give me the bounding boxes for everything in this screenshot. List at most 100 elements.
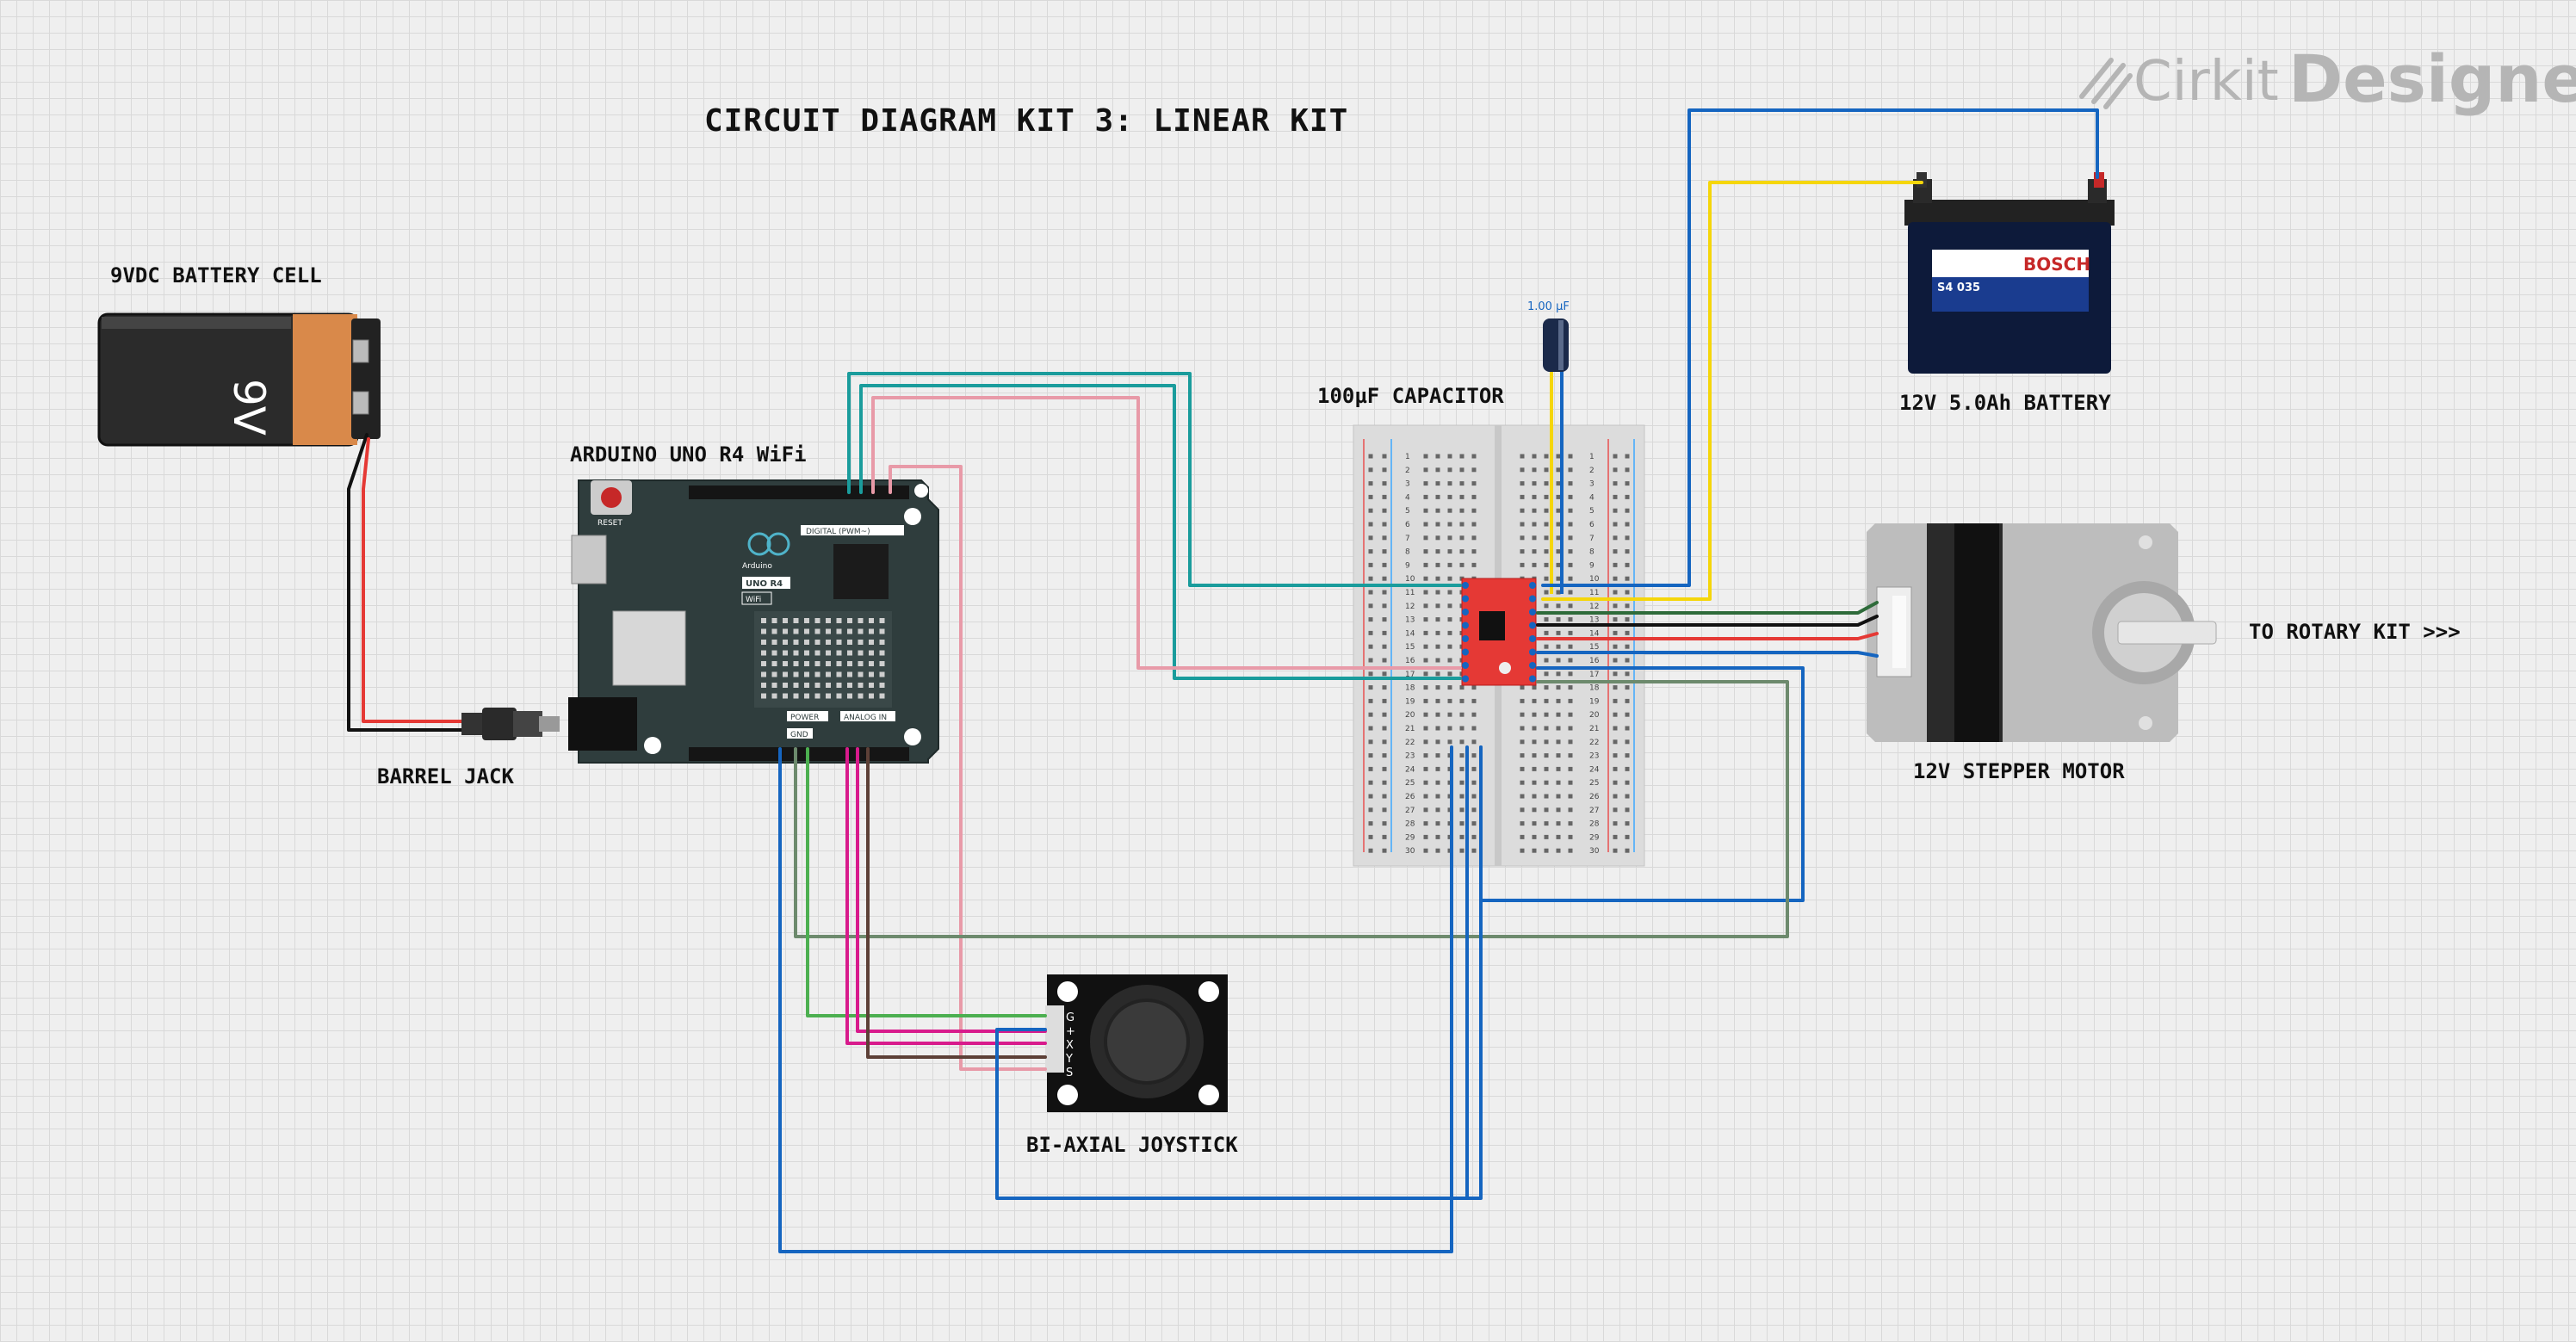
breadboard-hole[interactable] xyxy=(1435,576,1440,581)
breadboard-hole[interactable] xyxy=(1459,549,1464,554)
breadboard-hole[interactable] xyxy=(1568,834,1573,839)
breadboard-hole[interactable] xyxy=(1471,535,1477,541)
breadboard-hole[interactable] xyxy=(1368,658,1373,663)
breadboard-hole[interactable] xyxy=(1556,508,1561,513)
breadboard-hole[interactable] xyxy=(1532,712,1537,717)
breadboard-hole[interactable] xyxy=(1447,726,1452,731)
breadboard-hole[interactable] xyxy=(1459,454,1464,459)
breadboard-hole[interactable] xyxy=(1625,644,1630,649)
breadboard-hole[interactable] xyxy=(1459,562,1464,567)
breadboard-hole[interactable] xyxy=(1471,848,1477,853)
breadboard-hole[interactable] xyxy=(1613,685,1618,690)
breadboard-hole[interactable] xyxy=(1556,698,1561,703)
breadboard-hole[interactable] xyxy=(1459,726,1464,731)
breadboard-hole[interactable] xyxy=(1447,671,1452,677)
breadboard-hole[interactable] xyxy=(1447,467,1452,473)
breadboard-hole[interactable] xyxy=(1368,522,1373,527)
wire-teal-inner[interactable] xyxy=(859,384,1462,680)
breadboard-hole[interactable] xyxy=(1435,522,1440,527)
breadboard-hole[interactable] xyxy=(1556,522,1561,527)
breadboard-hole[interactable] xyxy=(1423,522,1428,527)
breadboard-hole[interactable] xyxy=(1520,494,1525,499)
breadboard-hole[interactable] xyxy=(1625,807,1630,813)
breadboard-hole[interactable] xyxy=(1568,549,1573,554)
wire-joystick-brown[interactable] xyxy=(866,747,1047,1059)
breadboard-hole[interactable] xyxy=(1544,671,1549,677)
breadboard-hole[interactable] xyxy=(1459,698,1464,703)
breadboard-hole[interactable] xyxy=(1435,562,1440,567)
breadboard-hole[interactable] xyxy=(1613,549,1618,554)
breadboard-hole[interactable] xyxy=(1435,834,1440,839)
breadboard-hole[interactable] xyxy=(1447,658,1452,663)
breadboard-hole[interactable] xyxy=(1544,848,1549,853)
breadboard-hole[interactable] xyxy=(1459,821,1464,826)
breadboard-hole[interactable] xyxy=(1423,603,1428,609)
breadboard-hole[interactable] xyxy=(1368,576,1373,581)
stepper-driver[interactable] xyxy=(1461,578,1537,686)
breadboard-hole[interactable] xyxy=(1556,562,1561,567)
breadboard-hole[interactable] xyxy=(1568,766,1573,771)
breadboard-hole[interactable] xyxy=(1447,454,1452,459)
breadboard-hole[interactable] xyxy=(1556,494,1561,499)
breadboard-hole[interactable] xyxy=(1423,467,1428,473)
driver-pin[interactable] xyxy=(1462,635,1469,642)
driver-pin[interactable] xyxy=(1529,675,1536,683)
breadboard-hole[interactable] xyxy=(1556,481,1561,486)
driver-pin[interactable] xyxy=(1462,595,1469,603)
breadboard-hole[interactable] xyxy=(1532,848,1537,853)
breadboard-hole[interactable] xyxy=(1423,821,1428,826)
breadboard-hole[interactable] xyxy=(1447,644,1452,649)
breadboard-hole[interactable] xyxy=(1471,807,1477,813)
breadboard-hole[interactable] xyxy=(1556,753,1561,758)
battery-9v[interactable]: 9V xyxy=(97,312,381,447)
breadboard-hole[interactable] xyxy=(1568,780,1573,785)
wire-joystick-green[interactable] xyxy=(806,747,1047,1017)
breadboard-hole[interactable] xyxy=(1625,739,1630,745)
breadboard-hole[interactable] xyxy=(1532,821,1537,826)
breadboard-hole[interactable] xyxy=(1368,467,1373,473)
breadboard-hole[interactable] xyxy=(1544,834,1549,839)
breadboard-hole[interactable] xyxy=(1423,834,1428,839)
breadboard-hole[interactable] xyxy=(1435,848,1440,853)
breadboard-hole[interactable] xyxy=(1520,834,1525,839)
driver-pin[interactable] xyxy=(1529,595,1536,603)
breadboard-hole[interactable] xyxy=(1568,821,1573,826)
breadboard-hole[interactable] xyxy=(1625,562,1630,567)
breadboard-hole[interactable] xyxy=(1368,848,1373,853)
breadboard-hole[interactable] xyxy=(1368,753,1373,758)
breadboard-hole[interactable] xyxy=(1447,576,1452,581)
breadboard-hole[interactable] xyxy=(1532,494,1537,499)
breadboard-hole[interactable] xyxy=(1368,535,1373,541)
breadboard-hole[interactable] xyxy=(1544,508,1549,513)
breadboard-hole[interactable] xyxy=(1423,671,1428,677)
breadboard-hole[interactable] xyxy=(1435,712,1440,717)
breadboard-hole[interactable] xyxy=(1382,630,1387,635)
barrel-jack-plug[interactable] xyxy=(461,708,560,740)
breadboard-hole[interactable] xyxy=(1568,494,1573,499)
breadboard-hole[interactable] xyxy=(1544,481,1549,486)
breadboard-hole[interactable] xyxy=(1613,576,1618,581)
breadboard-hole[interactable] xyxy=(1435,780,1440,785)
breadboard-hole[interactable] xyxy=(1613,726,1618,731)
breadboard-hole[interactable] xyxy=(1613,630,1618,635)
breadboard-hole[interactable] xyxy=(1423,508,1428,513)
wire-coil-red[interactable] xyxy=(1536,632,1879,640)
breadboard-hole[interactable] xyxy=(1459,712,1464,717)
breadboard-hole[interactable] xyxy=(1613,834,1618,839)
wire-joystick-magenta-x[interactable] xyxy=(845,747,1047,1045)
breadboard-hole[interactable] xyxy=(1471,753,1477,758)
breadboard-hole[interactable] xyxy=(1613,590,1618,595)
biaxial-joystick[interactable]: G + X Y S xyxy=(1045,974,1228,1112)
breadboard-hole[interactable] xyxy=(1459,535,1464,541)
breadboard-hole[interactable] xyxy=(1613,562,1618,567)
breadboard-hole[interactable] xyxy=(1382,726,1387,731)
breadboard-hole[interactable] xyxy=(1423,848,1428,853)
breadboard-hole[interactable] xyxy=(1613,753,1618,758)
breadboard-hole[interactable] xyxy=(1556,603,1561,609)
wire-joystick-blue-gnd[interactable] xyxy=(995,745,1483,1200)
breadboard-hole[interactable] xyxy=(1423,753,1428,758)
driver-pin[interactable] xyxy=(1462,662,1469,669)
breadboard-hole[interactable] xyxy=(1382,590,1387,595)
breadboard-hole[interactable] xyxy=(1382,834,1387,839)
breadboard-hole[interactable] xyxy=(1382,658,1387,663)
